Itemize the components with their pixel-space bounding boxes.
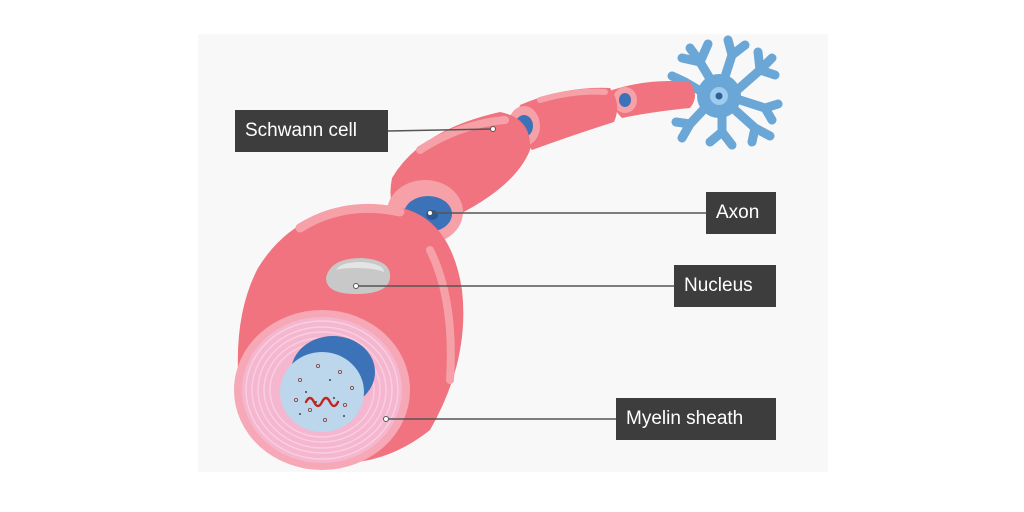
leader-dot-axon xyxy=(427,210,433,216)
label-nucleus: Nucleus xyxy=(674,265,776,307)
neuron-cell-body xyxy=(667,35,783,150)
leader-dot-myelin xyxy=(383,416,389,422)
nucleus xyxy=(326,258,391,294)
mitochondrion-icon xyxy=(304,396,340,408)
leader-dot-schwann xyxy=(490,126,496,132)
axon-cross-section xyxy=(280,336,375,432)
leader-dot-nucleus xyxy=(353,283,359,289)
label-schwann-cell: Schwann cell xyxy=(235,110,388,152)
label-axon: Axon xyxy=(706,192,776,234)
leader-line-schwann xyxy=(387,128,494,132)
schwann-segment-distal xyxy=(611,81,695,118)
label-myelin-sheath: Myelin sheath xyxy=(616,398,776,440)
